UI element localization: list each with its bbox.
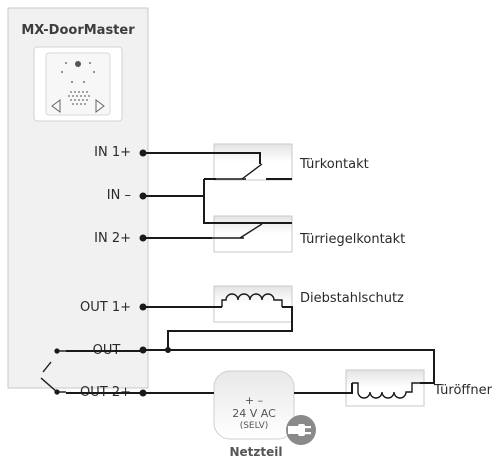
psu-label: Netzteil — [229, 445, 282, 459]
diebstahl-box — [213, 285, 293, 323]
tuerriegel-box — [213, 215, 293, 253]
internal-relay-switch-icon — [40, 348, 66, 395]
psu-polarity: + – — [245, 394, 263, 407]
terminal-out1-label: OUT 1+ — [80, 300, 131, 315]
tuerkontakt-label: Türkontakt — [299, 157, 369, 172]
power-supply — [213, 370, 316, 445]
psu-voltage: 24 V AC — [232, 407, 276, 420]
doormaster-device-image — [33, 46, 123, 122]
plug-icon-head — [298, 424, 305, 436]
tueroeffner-box — [345, 369, 425, 407]
psu-class: (SELV) — [240, 421, 269, 431]
plug-icon-body — [288, 426, 298, 434]
terminal-in-minus-label: IN – — [107, 188, 131, 203]
terminal-in1-label: IN 1+ — [94, 145, 131, 160]
diebstahl-label: Diebstahlschutz — [300, 291, 404, 306]
tuerriegel-label: Türriegelkontakt — [299, 232, 405, 247]
tuerkontakt-box — [213, 143, 293, 181]
terminal-in2-label: IN 2+ — [94, 231, 131, 246]
wiring — [143, 152, 435, 399]
tueroeffner-label: Türöffner — [433, 383, 493, 398]
device-title: MX-DoorMaster — [21, 23, 135, 38]
